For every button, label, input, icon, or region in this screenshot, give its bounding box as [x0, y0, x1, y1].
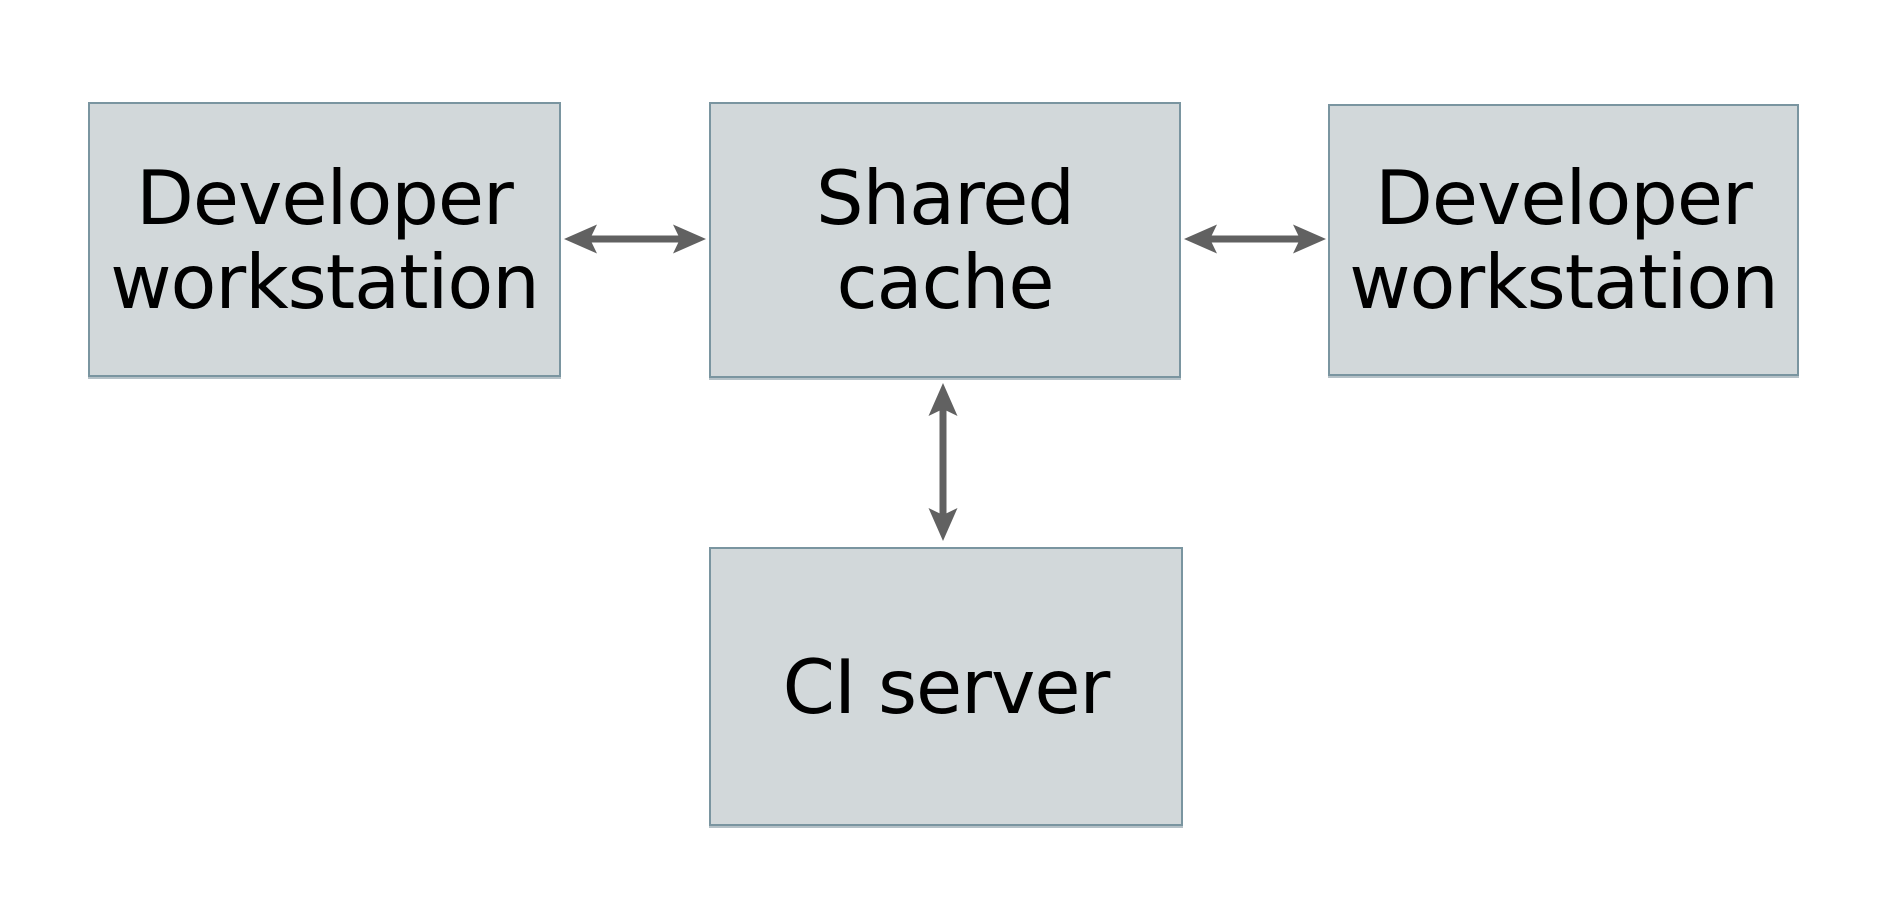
- node-label: Developer workstation: [110, 153, 540, 326]
- bidirectional-arrow-icon-cache-right: [1183, 217, 1327, 261]
- bidirectional-arrow-icon-cache-ci: [921, 382, 965, 542]
- node-label: Developer workstation: [1349, 154, 1779, 326]
- node-shared-cache: Shared cache: [709, 102, 1181, 378]
- node-developer-workstation-right: Developer workstation: [1328, 104, 1799, 376]
- bidirectional-arrow-icon-left-cache: [563, 217, 707, 261]
- node-label: CI server: [782, 642, 1111, 731]
- node-developer-workstation-left: Developer workstation: [88, 102, 561, 377]
- node-label: Shared cache: [815, 154, 1075, 326]
- node-ci-server: CI server: [709, 547, 1183, 826]
